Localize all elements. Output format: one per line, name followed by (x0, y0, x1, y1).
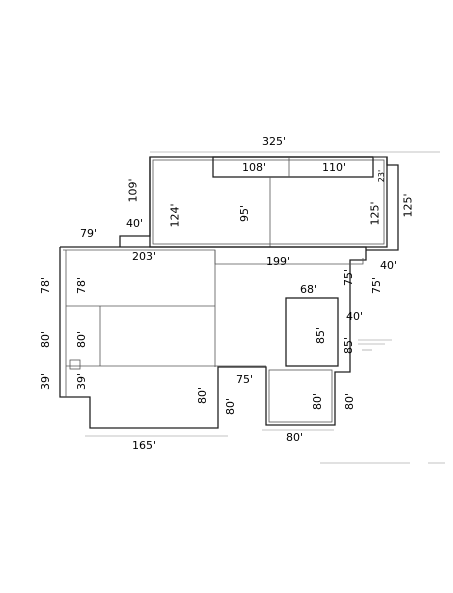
dim-199: 199' (266, 255, 291, 268)
dim-125-inner: 125' (368, 201, 382, 226)
dim-95: 95' (238, 204, 252, 223)
dim-23: 23' (377, 169, 387, 183)
dim-80-left-inner: 80' (75, 330, 89, 349)
dim-80-center-b: 80' (224, 397, 238, 416)
dim-79: 79' (80, 227, 98, 240)
top-bays-wall (212, 156, 374, 178)
dim-325: 325' (262, 135, 287, 148)
upper-block-inner-wall (152, 159, 385, 245)
dim-80-lower-right-outer: 80' (343, 392, 357, 411)
dim-78-outer: 78' (39, 276, 53, 295)
dim-80-lower-right-inner: 80' (311, 392, 325, 411)
dim-75-mid: 75' (236, 373, 254, 386)
dim-39-outer: 39' (39, 372, 53, 391)
dim-85-inner: 85' (314, 326, 328, 345)
dim-75-inner: 75' (342, 268, 356, 287)
dim-109: 109' (126, 178, 140, 203)
dim-40-right-b: 40' (346, 310, 364, 323)
dim-108: 108' (242, 161, 267, 174)
dim-78-inner: 78' (75, 276, 89, 295)
dim-80-bottom: 80' (286, 431, 304, 444)
dim-110: 110' (322, 161, 347, 174)
dim-75-outer: 75' (370, 276, 384, 295)
dim-80-center: 80' (196, 386, 210, 405)
lower-right-room-inner (268, 369, 333, 423)
dim-125-outer: 125' (401, 193, 415, 218)
upper-step-wall (119, 157, 151, 247)
dim-40-right-a: 40' (380, 259, 398, 272)
dim-85-right: 85' (342, 336, 356, 355)
upper-block-wall (149, 156, 388, 248)
dim-203: 203' (132, 250, 157, 263)
dim-40-upper: 40' (126, 217, 144, 230)
dim-80-left-outer: 80' (39, 330, 53, 349)
dim-68: 68' (300, 283, 318, 296)
main-body-inner-line (63, 249, 364, 265)
main-body-wall (59, 246, 367, 429)
right-extension-wall (366, 157, 399, 251)
dim-39-inner: 39' (75, 372, 89, 391)
dim-165: 165' (132, 439, 157, 452)
dim-124: 124' (168, 203, 182, 228)
room-68-wall (285, 297, 339, 367)
small-square (69, 359, 81, 370)
